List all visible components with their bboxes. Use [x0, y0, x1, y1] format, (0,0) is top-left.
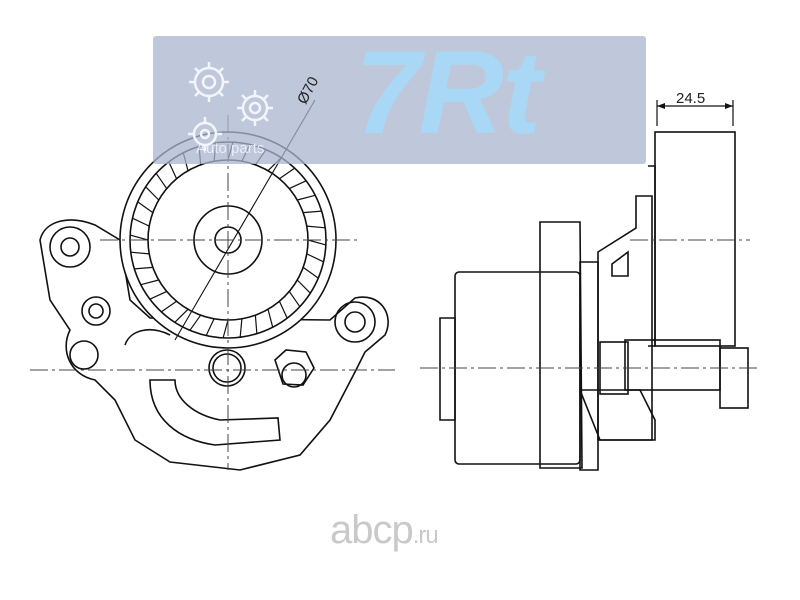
watermark-tld: .ru — [412, 522, 439, 549]
pulley-rib — [174, 308, 189, 323]
pulley-rib — [129, 234, 149, 241]
pulley-rib — [296, 279, 311, 294]
side-pulley-flange — [648, 165, 656, 347]
tensioner-body-outline — [39, 219, 389, 471]
pulley-rib — [134, 266, 153, 270]
pulley-rib — [205, 318, 215, 336]
mount-hole-low — [69, 340, 99, 370]
pulley-rib — [278, 301, 288, 319]
watermark-name: abcp — [330, 508, 414, 552]
mount-hole-mid-inner — [88, 303, 104, 319]
pulley-rib — [307, 239, 327, 246]
logo-subtitle: Auto parts — [196, 140, 265, 157]
dim-arrowheads — [657, 103, 733, 109]
side-bracket — [597, 195, 653, 441]
pulley-rib — [279, 167, 296, 180]
pulley-rib — [132, 217, 150, 227]
tensioner-arm-slot — [149, 379, 281, 446]
pulley-rib — [297, 194, 316, 201]
side-pulley-profile — [654, 131, 736, 347]
pulley-rib — [289, 180, 307, 190]
hex-bolt — [274, 349, 315, 386]
pulley-rib — [160, 300, 177, 313]
pulley-rib — [149, 290, 167, 300]
side-housing-cap — [439, 317, 456, 421]
pulley-rib — [306, 253, 324, 263]
pulley-rib — [222, 319, 229, 339]
mount-hole-right — [334, 301, 376, 343]
pivot-boss-inner — [212, 353, 242, 383]
dimension-width: 24.5 — [676, 90, 706, 107]
logo-banner — [153, 36, 646, 164]
pulley-rib — [140, 279, 159, 286]
pulley-rib — [288, 291, 301, 308]
side-arm — [578, 389, 656, 441]
side-flange — [539, 221, 583, 469]
watermark: abcp.ru — [330, 508, 439, 553]
mount-hole-left-inner — [60, 237, 80, 257]
mount-hole-mid — [81, 296, 111, 326]
pulley-rib — [137, 201, 154, 214]
pulley-rib — [168, 161, 178, 179]
pulley-rib — [145, 186, 160, 201]
side-plate — [579, 261, 599, 471]
dim-line-width — [656, 100, 734, 126]
pulley-rib — [155, 172, 168, 189]
pulley-rib — [189, 314, 202, 331]
mount-hole-right-inner — [344, 311, 366, 333]
side-bracket-step — [611, 250, 629, 277]
hex-bolt-face — [281, 362, 307, 388]
side-hex-nut — [719, 347, 749, 409]
side-shaft — [624, 339, 721, 391]
logo-wordmark: 7Rt — [355, 27, 541, 159]
tensioner-inner-curve — [124, 329, 171, 346]
pulley-rib — [303, 210, 322, 214]
pulley-rib — [239, 318, 243, 338]
pulley-rib — [267, 309, 274, 328]
pulley-rib — [302, 266, 319, 279]
pivot-boss — [208, 349, 246, 387]
pulley-rib — [306, 225, 326, 229]
pulley-rib — [130, 251, 150, 255]
gear-icon — [188, 62, 273, 151]
pulley-rib — [254, 315, 258, 334]
mount-hole-left — [49, 226, 91, 268]
